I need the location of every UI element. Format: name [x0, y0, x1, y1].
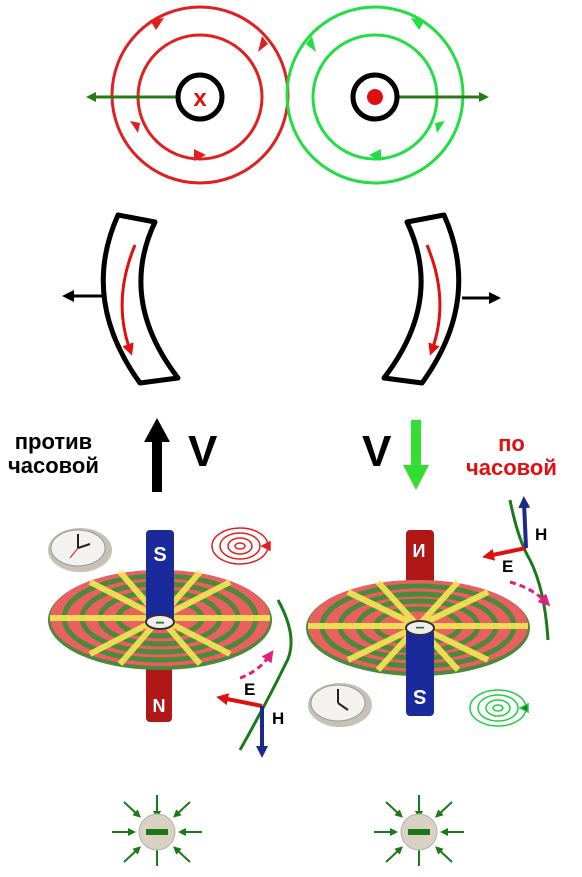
- left-clock-icon: [48, 528, 112, 572]
- counterclockwise-line2: часовой: [8, 453, 99, 478]
- right-e-arrow: [482, 546, 527, 561]
- left-h-label: H: [272, 709, 284, 728]
- dot-symbol: [367, 89, 383, 105]
- velocity-label-left: V: [188, 427, 218, 476]
- up-arrow: [144, 418, 170, 492]
- right-spiral-icon: [469, 689, 529, 727]
- down-arrow: [403, 420, 429, 490]
- left-magenta-arrow: [239, 650, 274, 680]
- right-hub-sign: −: [415, 620, 424, 637]
- left-wave-line: [238, 599, 293, 751]
- left-hub-sign: −: [155, 615, 164, 632]
- clockwise-line2: часовой: [466, 455, 557, 480]
- left-disc: [48, 530, 272, 722]
- right-disc: [306, 530, 530, 716]
- left-curved-bar: [62, 212, 181, 386]
- velocity-label-right: V: [362, 427, 392, 476]
- right-magnet-bottom-letter: S: [413, 685, 426, 707]
- right-magnet-top-letter: И: [413, 541, 426, 561]
- right-e-label: E: [502, 557, 513, 576]
- right-h-arrow: [518, 496, 531, 549]
- left-field-arrowheads: [130, 18, 268, 161]
- counterclockwise-line1: против: [14, 429, 93, 454]
- cross-symbol: x: [193, 85, 207, 112]
- right-negative-charge: [374, 795, 464, 866]
- left-e-arrow: [216, 693, 263, 708]
- right-h-label: H: [535, 525, 547, 544]
- conductor-into-page: x: [175, 72, 225, 122]
- right-field-arrowheads: [306, 18, 445, 161]
- right-curved-bar: [381, 212, 501, 386]
- counterclockwise-label: против часовой: [8, 430, 99, 478]
- clockwise-label: по часовой: [466, 432, 557, 480]
- right-clock-icon: [308, 683, 372, 727]
- conductor-out-of-page: [350, 72, 400, 122]
- left-spiral-icon: [211, 527, 271, 565]
- left-e-label: E: [244, 680, 255, 699]
- clockwise-line1: по: [498, 431, 525, 456]
- left-magnet-top-letter: S: [153, 544, 166, 566]
- left-magnet-bottom-letter: N: [153, 696, 166, 716]
- right-wave-line: [508, 499, 550, 641]
- left-negative-charge: [112, 795, 202, 866]
- right-magenta-arrow: [509, 580, 551, 607]
